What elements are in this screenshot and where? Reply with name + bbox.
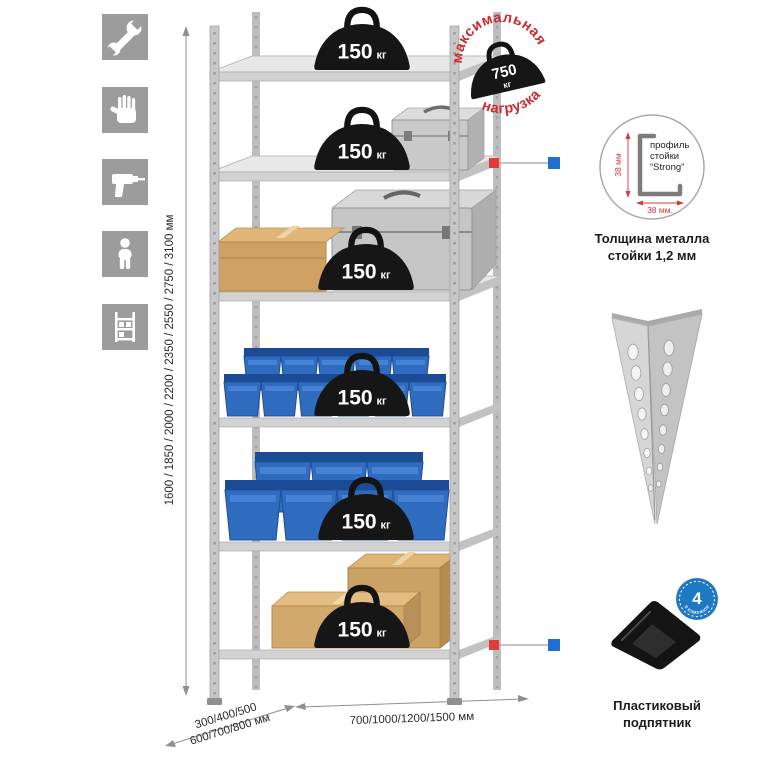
profile-caption-1: Толщина металла [595, 231, 710, 246]
shelf-1: 150 кг [209, 10, 502, 82]
post-perforation-right [656, 339, 675, 488]
height-dimension: 1600 / 1850 / 2000 / 2200 / 2350 / 2550 … [164, 26, 190, 696]
profile-dim-vertical: 38 мм [613, 153, 623, 177]
kit-badge: 4 в комплекте [676, 578, 718, 620]
callout-markers [489, 157, 560, 651]
plastic-foot-illustration [611, 601, 701, 670]
back-post-right [493, 12, 501, 690]
profile-caption-2: стойки 1,2 мм [608, 248, 696, 263]
drill-icon [102, 159, 148, 205]
weight-value: 150 [337, 40, 372, 63]
front-post-left [207, 25, 222, 705]
weight-unit: кг [377, 49, 387, 61]
stamp-value: 750 [490, 61, 518, 83]
icon-panel [102, 14, 148, 350]
svg-text:в комплекте: в комплекте [683, 604, 712, 616]
person-icon [102, 231, 148, 277]
cardboard-box [216, 226, 346, 292]
marker-blue-bottom [548, 639, 560, 651]
profile-note-1: профиль [650, 140, 689, 151]
corner-post-illustration [611, 309, 703, 525]
badge-arc-text: в комплекте [683, 604, 712, 616]
profile-note-3: “Strong” [650, 162, 684, 173]
marker-red-bottom [489, 640, 499, 650]
height-label: 1600 / 1850 / 2000 / 2200 / 2350 / 2550 … [164, 215, 176, 506]
foot-caption-1: Пластиковый [613, 698, 701, 713]
profile-dim-horizontal: 38 мм. [647, 205, 673, 215]
profile-cross-section [637, 133, 683, 197]
load-weight: 150 кг [314, 10, 409, 70]
rack-icon [102, 304, 148, 350]
foot-caption-2: подпятник [623, 715, 692, 730]
marker-blue-top [548, 157, 560, 169]
stamp-unit: кг [502, 79, 512, 91]
profile-note-2: стойки [650, 151, 679, 162]
post-perforation-left [627, 343, 654, 492]
aluminum-case-small [390, 105, 486, 171]
badge-value: 4 [692, 589, 702, 608]
width-dimension: 700/1000/1200/1500 мм [295, 695, 529, 727]
glove-icon [102, 87, 148, 133]
profile-callout: 38 мм 38 мм. профиль стойки “Strong” Тол… [595, 114, 710, 263]
width-label: 700/1000/1200/1500 мм [349, 711, 474, 727]
depth-dimension: 300/400/500 600/700/800 мм [165, 701, 295, 748]
marker-red-top [489, 158, 499, 168]
wrench-icon [102, 14, 148, 60]
